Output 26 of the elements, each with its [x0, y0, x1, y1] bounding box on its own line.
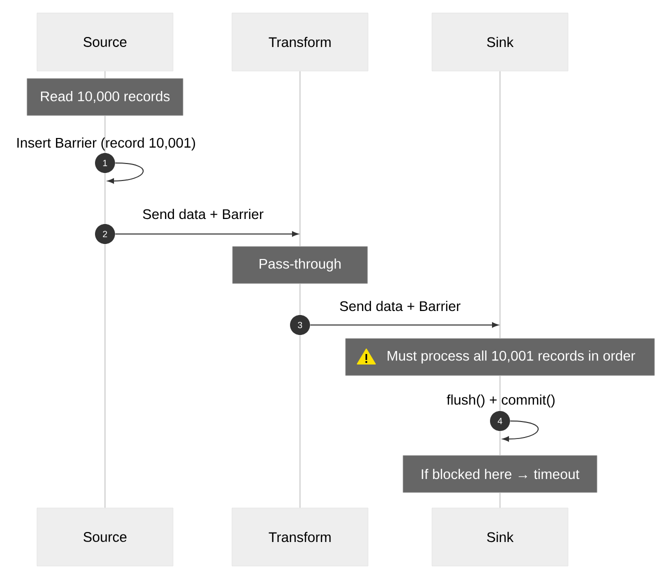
lifeline	[104, 70, 106, 79]
lifeline	[104, 115, 106, 154]
participant-box: Transform	[232, 12, 368, 72]
step-number: 2	[95, 224, 115, 244]
edge-label: Send data + Barrier	[142, 208, 264, 220]
step-number: 4	[490, 411, 510, 431]
participant-box: Sink	[432, 12, 568, 72]
note-box: Pass-through	[232, 246, 368, 284]
note-box: Must process all 10,001 records in order	[345, 338, 655, 376]
self-arrow	[108, 162, 144, 184]
step-number: 1	[95, 153, 115, 173]
note-box: If blocked here → timeout	[402, 455, 598, 493]
note-box: Read 10,000 records	[26, 78, 184, 116]
message-arrow	[310, 322, 498, 328]
participant-box: Source	[36, 508, 174, 566]
lifeline	[104, 244, 106, 508]
participant-box: Transform	[232, 508, 368, 566]
participant-box: Sink	[432, 508, 568, 566]
edge-label: Insert Barrier (record 10,001)	[17, 138, 196, 150]
edge-label: Send data + Barrier	[340, 300, 460, 312]
lifeline	[104, 172, 106, 224]
participant-box: Source	[36, 12, 174, 72]
step-number: 3	[290, 315, 310, 335]
self-arrow	[502, 420, 539, 442]
message-arrow	[114, 231, 298, 237]
edge-label: flush() + commit()	[446, 394, 555, 408]
